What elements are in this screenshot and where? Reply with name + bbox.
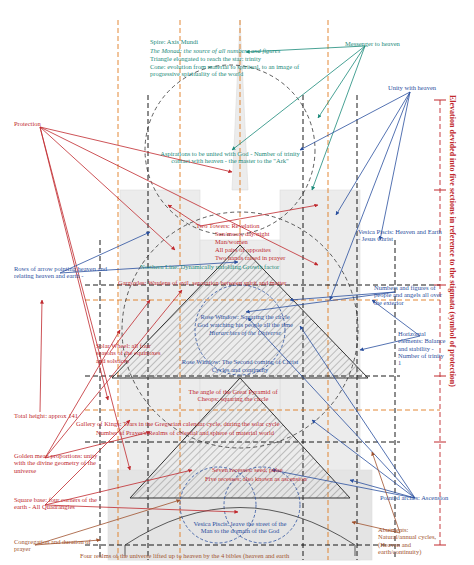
leader-arrow bbox=[40, 127, 318, 265]
annotation-label: Golden mean proportions: unity with the … bbox=[14, 452, 102, 474]
grid-line bbox=[118, 20, 119, 560]
rose-circle bbox=[122, 212, 358, 448]
leader-arrow bbox=[300, 326, 415, 498]
tick bbox=[434, 285, 446, 286]
annotation-label: Rose Window: Squaring the circle bbox=[190, 313, 300, 320]
annotation-label: Triangle elongated to reach the star: tr… bbox=[150, 55, 320, 62]
annotation-label: Four realms of the universe lifted up to… bbox=[80, 552, 420, 559]
annotation-label: Aspirations to be united with God - Numb… bbox=[155, 150, 305, 165]
annotation-label: Hierarchies of the Universe bbox=[190, 329, 300, 336]
leader-arrow bbox=[45, 330, 120, 458]
tick bbox=[434, 376, 446, 377]
leader-arrow bbox=[40, 127, 232, 172]
annotation-label: The angle of the Great Pyramid of Cheops… bbox=[178, 388, 288, 403]
tick bbox=[434, 442, 446, 443]
section-bracket bbox=[440, 100, 441, 545]
annotation-label: Number of Prayer's Realms of celestial a… bbox=[96, 429, 296, 436]
annotation-label: Two Towers: Revelation bbox=[196, 222, 296, 229]
annotation-label: The Monad: the source of all numbers and… bbox=[150, 47, 320, 54]
annotation-label: Vesica Piscis: leave the street of the M… bbox=[190, 520, 290, 535]
annotation-label: Two hands raised in prayer bbox=[215, 254, 305, 261]
annotation-label: Numbers and figures of people and angels… bbox=[374, 284, 449, 306]
leader-arrow bbox=[330, 92, 410, 300]
annotation-label: Elevation devided into five sections in … bbox=[447, 95, 456, 387]
leader-arrow bbox=[336, 92, 410, 215]
annotation-label: Cycles and continuity bbox=[190, 366, 290, 373]
cathedral-ghost bbox=[108, 20, 372, 560]
annotation-label: Solar Wheel: all four seasons of the equ… bbox=[96, 342, 168, 364]
leader-arrow bbox=[312, 420, 415, 498]
heaven-circle bbox=[145, 65, 315, 235]
annotation-label: Messenger to heaven bbox=[345, 40, 430, 47]
leader-arrow bbox=[318, 46, 365, 118]
annotation-label: Sun/moon, day/night bbox=[215, 230, 305, 237]
leader-arrow bbox=[40, 127, 175, 250]
leader-arrow bbox=[300, 92, 410, 150]
lower-triangle bbox=[130, 378, 350, 498]
pyramid-triangle bbox=[112, 245, 368, 378]
annotation-label: Spire: Axis Mundi bbox=[150, 38, 300, 45]
annotation-label: Man/women bbox=[215, 238, 305, 245]
annotation-label: Northern Line: Dynamically unfolding Gro… bbox=[140, 263, 310, 270]
annotation-label: Gallery of Kings: Tears in the Gregorian… bbox=[76, 420, 296, 427]
leader-arrow bbox=[272, 470, 415, 498]
annotation-label: Cone: evolution from material to spiritu… bbox=[150, 63, 310, 78]
annotation-label: Unity with heaven bbox=[388, 84, 468, 91]
annotation-label: Rows of arrow pointing heaven and relati… bbox=[14, 265, 114, 280]
leader-arrow bbox=[372, 452, 400, 533]
leader-arrow bbox=[246, 292, 395, 312]
leader-arrow bbox=[168, 205, 200, 226]
annotation-label: Protection bbox=[14, 120, 74, 127]
annotation-label: Abutments: Natural/annual cycles, (Heave… bbox=[378, 526, 438, 555]
base-bracket bbox=[125, 508, 355, 557]
annotation-label: Vesica Piscis: Heaven and Earth - Jesus … bbox=[358, 228, 443, 243]
tick bbox=[434, 545, 446, 546]
annotation-label: God watching his people all the time bbox=[185, 321, 305, 328]
annotation-label: Total height: approx 141 bbox=[14, 412, 84, 419]
geometry bbox=[112, 65, 368, 556]
annotation-label: Five recesses: also known as ascension bbox=[205, 475, 325, 482]
annotation-label: Rose Window: The Second coming of Christ bbox=[180, 358, 300, 365]
grid-line bbox=[357, 95, 358, 560]
annotation-label: Square base: four corners of the earth -… bbox=[14, 496, 106, 511]
annotation-label: Seven recesses: seed, pulse bbox=[212, 466, 322, 473]
annotation-label: Congregation and duration of prayer bbox=[14, 538, 94, 553]
leader-lines bbox=[35, 46, 420, 545]
tick bbox=[434, 100, 446, 101]
grid-line bbox=[85, 545, 400, 546]
annotation-label: Pointed arches: Ascension bbox=[380, 494, 460, 501]
annotation-label: All pairs of opposites bbox=[215, 246, 305, 253]
annotation-label: Horizontal elements: Balance and stabili… bbox=[398, 330, 446, 366]
leader-arrow bbox=[40, 300, 42, 412]
leader-arrow bbox=[312, 46, 365, 190]
tick bbox=[434, 190, 446, 191]
grid-line bbox=[100, 240, 101, 560]
leader-arrow bbox=[380, 92, 410, 240]
section-ticks bbox=[434, 100, 446, 545]
annotation-label: Gargoyles: Wardens of evil, separation b… bbox=[118, 279, 318, 286]
